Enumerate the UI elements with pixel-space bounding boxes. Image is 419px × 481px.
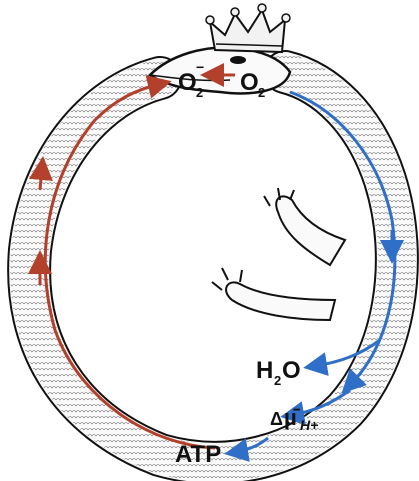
label-atp: ATP [175, 441, 221, 468]
eye-icon [230, 56, 246, 64]
label-water: H 2 O [256, 357, 301, 388]
svg-text:O: O [178, 69, 197, 96]
svg-text:2: 2 [196, 85, 203, 100]
svg-text:ATP: ATP [175, 441, 221, 468]
svg-text:O: O [240, 69, 259, 96]
crown-icon [206, 4, 290, 52]
serpent-body [29, 72, 397, 463]
svg-text:−: − [196, 59, 204, 75]
svg-text:2: 2 [258, 85, 265, 100]
svg-text:H+: H+ [300, 417, 318, 433]
svg-text:H: H [256, 357, 273, 384]
svg-text:O: O [282, 357, 301, 384]
serpent-leg-upper [264, 188, 345, 265]
serpent-leg-lower [212, 268, 335, 320]
svg-text:Δ: Δ [270, 409, 283, 429]
svg-text:2: 2 [274, 373, 281, 388]
